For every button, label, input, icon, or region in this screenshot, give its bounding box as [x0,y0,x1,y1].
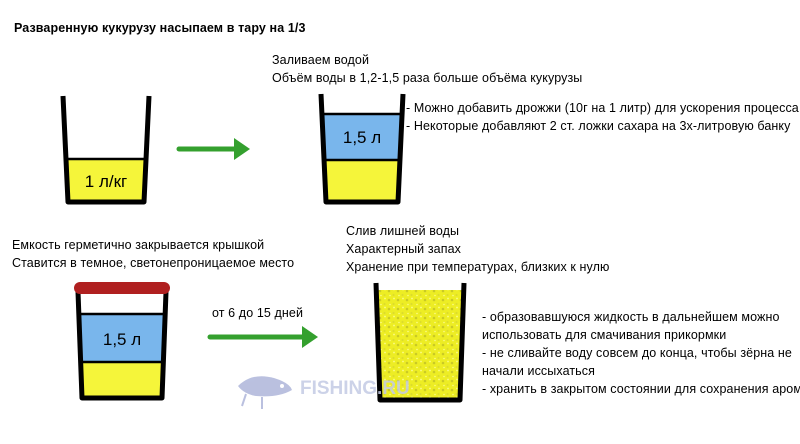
duration-label: от 6 до 15 дней [212,306,304,320]
water-fill [324,115,400,160]
step4-note-4: начали иссыхаться [482,364,596,378]
step2-title-line1: Заливаем водой [272,53,370,67]
step1-caption: Разваренную кукурузу насыпаем в тару на … [14,21,306,35]
watermark-text: FISHING.RU [300,378,410,399]
step4-title-line1: Слив лишней воды [346,224,460,238]
step4-note-3: - не сливайте воду совсем до конца, чтоб… [482,346,792,360]
step2-note-1: - Можно добавить дрожжи (10г на 1 литр) … [406,101,799,115]
arrow-right-icon [176,138,250,160]
cup-corn-water: 1,5 л [318,93,406,205]
step4-note-5: - хранить в закрытом состоянии для сохра… [482,382,800,396]
step4-note-1: - образовавшуюся жидкость в дальнейшем м… [482,310,780,324]
arrow-right-icon [207,326,318,348]
cup3-label: 1,5 л [103,330,141,349]
corn-fill [80,362,164,396]
corn-fill [324,160,400,200]
watermark: FISHING.RU [238,376,410,409]
cup1-label: 1 л/кг [85,172,127,191]
fish-lure-icon [238,376,292,409]
step3-caption-line1: Емкость герметично закрывается крышкой [12,238,265,252]
lid [74,282,170,294]
step4-title-line2: Характерный запах [346,242,461,256]
cup-corn-only: 1 л/кг [60,95,152,205]
step4-note-2: использовать для смачивания прикормки [482,328,727,342]
step2-title-line2: Объём воды в 1,2-1,5 раза больше объёма … [272,71,583,85]
step2-note-2: - Некоторые добавляют 2 ст. ложки сахара… [406,119,791,133]
cup-fermented [373,282,467,403]
cup-sealed: 1,5 л [74,282,170,401]
corn-fill [66,160,146,200]
step4-title-line3: Хранение при температурах, близких к нул… [346,260,610,274]
water-fill [80,315,164,362]
cup2-label: 1,5 л [343,128,381,147]
step3-caption-line2: Ставится в темное, светонепроницаемое ме… [12,256,295,270]
